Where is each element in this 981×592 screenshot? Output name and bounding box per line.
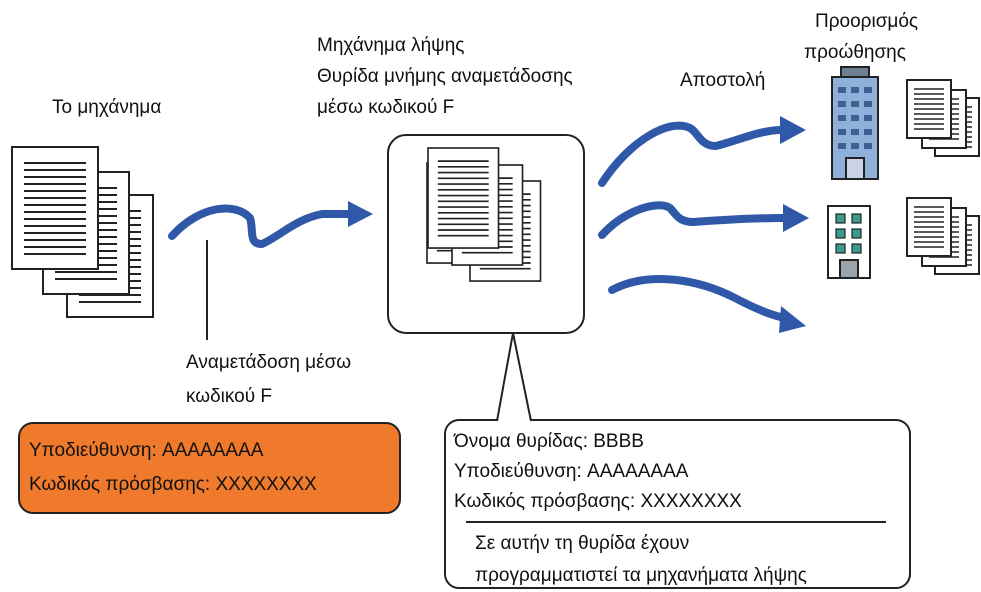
send-arrows (598, 121, 789, 322)
orange-info-box: Υποδιεύθυνση: AAAAAAAA Κωδικός πρόσβασης… (18, 422, 401, 514)
source-document-stack (11, 146, 154, 318)
mailbox-name: Όνομα θυρίδας: BBBB (453, 431, 644, 452)
mailbox-note-line1: Σε αυτήν τη θυρίδα έχουν (475, 533, 689, 554)
mailbox-callout: Όνομα θυρίδας: BBBB Υποδιεύθυνση: AAAAAA… (444, 332, 911, 589)
receiving-machine-label-line3: μέσω κωδικού F (317, 97, 454, 118)
office-building-icon (831, 66, 879, 180)
destination-label-line2: προώθησης (804, 42, 906, 63)
mailbox-note-line2: προγραμματιστεί τα μηχανήματα λήψης (475, 565, 807, 586)
relay-label-line2: κωδικού F (186, 386, 272, 407)
relay-memory-box (387, 134, 585, 334)
receiving-machine-label-line1: Μηχάνημα λήψης (317, 35, 464, 56)
send-label: Αποστολή (680, 70, 765, 91)
receiving-machine-label-line2: Θυρίδα μνήμης αναμετάδοσης (317, 66, 573, 87)
destination-label-line1: Προορισμός (815, 11, 918, 32)
destination-document-stack-1 (906, 79, 980, 157)
orange-subaddress: Υποδιεύθυνση: AAAAAAAA (29, 440, 264, 461)
destination-document-stack-2 (906, 197, 980, 275)
orange-password: Κωδικός πρόσβασης: XXXXXXXX (29, 474, 317, 495)
send-arrowheads (779, 116, 809, 333)
source-machine-label: Το μηχάνημα (52, 97, 161, 118)
building-icon (827, 205, 871, 279)
relay-label-line1: Αναμετάδοση μέσω (186, 352, 351, 373)
mailbox-subaddress: Υποδιεύθυνση: AAAAAAAA (454, 461, 689, 482)
mailbox-password: Κωδικός πρόσβασης: XXXXXXXX (454, 491, 742, 512)
relay-arrow (168, 201, 373, 248)
